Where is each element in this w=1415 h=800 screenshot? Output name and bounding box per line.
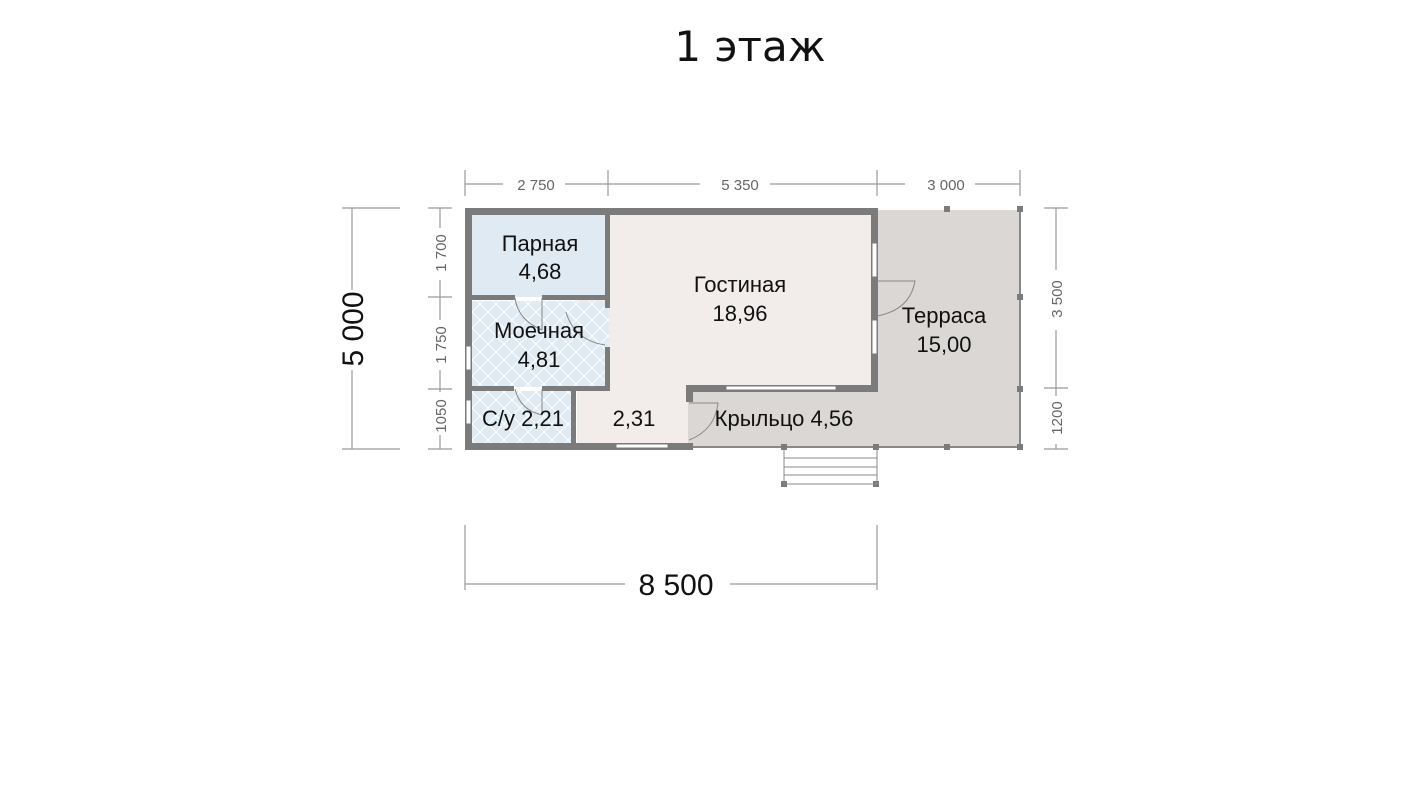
room-washroom-area: 4,81 bbox=[518, 347, 561, 372]
dim-left-3: 1050 bbox=[433, 399, 450, 432]
dim-top-2: 5 350 bbox=[721, 177, 759, 194]
wc-floor bbox=[471, 391, 574, 443]
dim-right-2: 1200 bbox=[1049, 401, 1066, 434]
dim-total-height: 5 000 bbox=[337, 291, 370, 366]
windows bbox=[465, 242, 878, 449]
room-steam-name: Парная bbox=[502, 231, 579, 256]
terrace-floor bbox=[877, 210, 1020, 448]
room-steam-area: 4,68 bbox=[519, 259, 562, 284]
room-living-area: 18,96 bbox=[712, 301, 767, 326]
porch-floor-inner bbox=[688, 391, 878, 448]
dim-top-3: 3 000 bbox=[927, 177, 965, 194]
room-hall-label: 2,31 bbox=[613, 406, 656, 431]
dim-right-1: 3 500 bbox=[1049, 280, 1066, 318]
room-wc-label: С/у 2,21 bbox=[482, 406, 564, 431]
room-washroom-name: Моечная bbox=[494, 318, 584, 343]
dim-left-2: 1 750 bbox=[433, 326, 450, 364]
steam-room-floor bbox=[471, 214, 609, 297]
dim-top-1: 2 750 bbox=[517, 177, 555, 194]
dim-total-width: 8 500 bbox=[638, 569, 713, 602]
porch-steps bbox=[783, 449, 878, 485]
washroom-floor bbox=[471, 301, 609, 387]
room-terrace-name: Терраса bbox=[902, 303, 987, 328]
doors bbox=[514, 280, 916, 441]
room-porch-label: Крыльцо 4,56 bbox=[715, 406, 854, 431]
dim-left-1: 1 700 bbox=[433, 234, 450, 272]
floor-title: 1 этаж bbox=[674, 22, 826, 71]
room-living-name: Гостиная bbox=[694, 272, 786, 297]
room-terrace-area: 15,00 bbox=[916, 332, 971, 357]
